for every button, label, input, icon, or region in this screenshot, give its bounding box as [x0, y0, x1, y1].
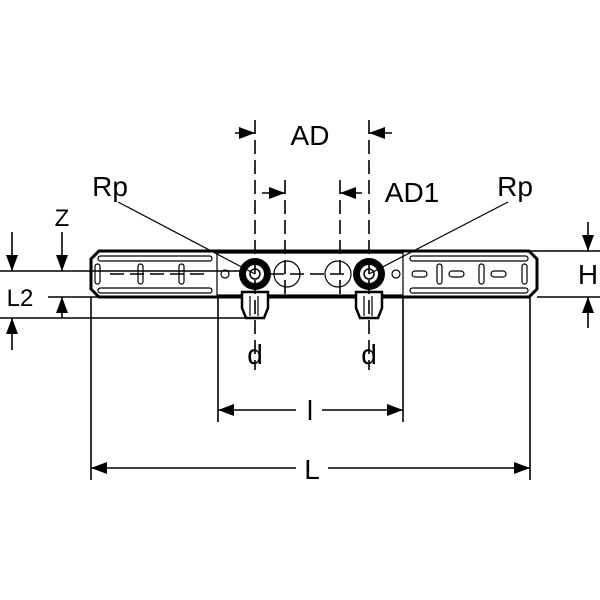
label-AD1: AD1	[385, 177, 439, 208]
dimension-H: H	[530, 222, 600, 328]
dimension-l: l	[217, 297, 404, 426]
dimension-L: L	[90, 297, 531, 485]
mounting-rail	[89, 249, 539, 299]
leader-Rp: Rp Rp	[92, 171, 533, 275]
dimension-Z-L2: Z L2	[0, 205, 250, 350]
label-Z: Z	[55, 205, 70, 232]
label-l: l	[307, 395, 313, 426]
label-AD: AD	[291, 120, 330, 151]
label-d-left: d	[247, 339, 263, 370]
label-d-right: d	[361, 339, 377, 370]
label-Rp-left: Rp	[92, 171, 128, 202]
label-L2: L2	[7, 285, 34, 312]
label-Rp-right: Rp	[497, 171, 533, 202]
dimension-AD1: AD1	[262, 177, 439, 300]
dimension-AD: AD	[235, 120, 392, 370]
fitting-right	[353, 258, 385, 320]
label-H: H	[578, 259, 598, 290]
label-L: L	[304, 454, 320, 485]
